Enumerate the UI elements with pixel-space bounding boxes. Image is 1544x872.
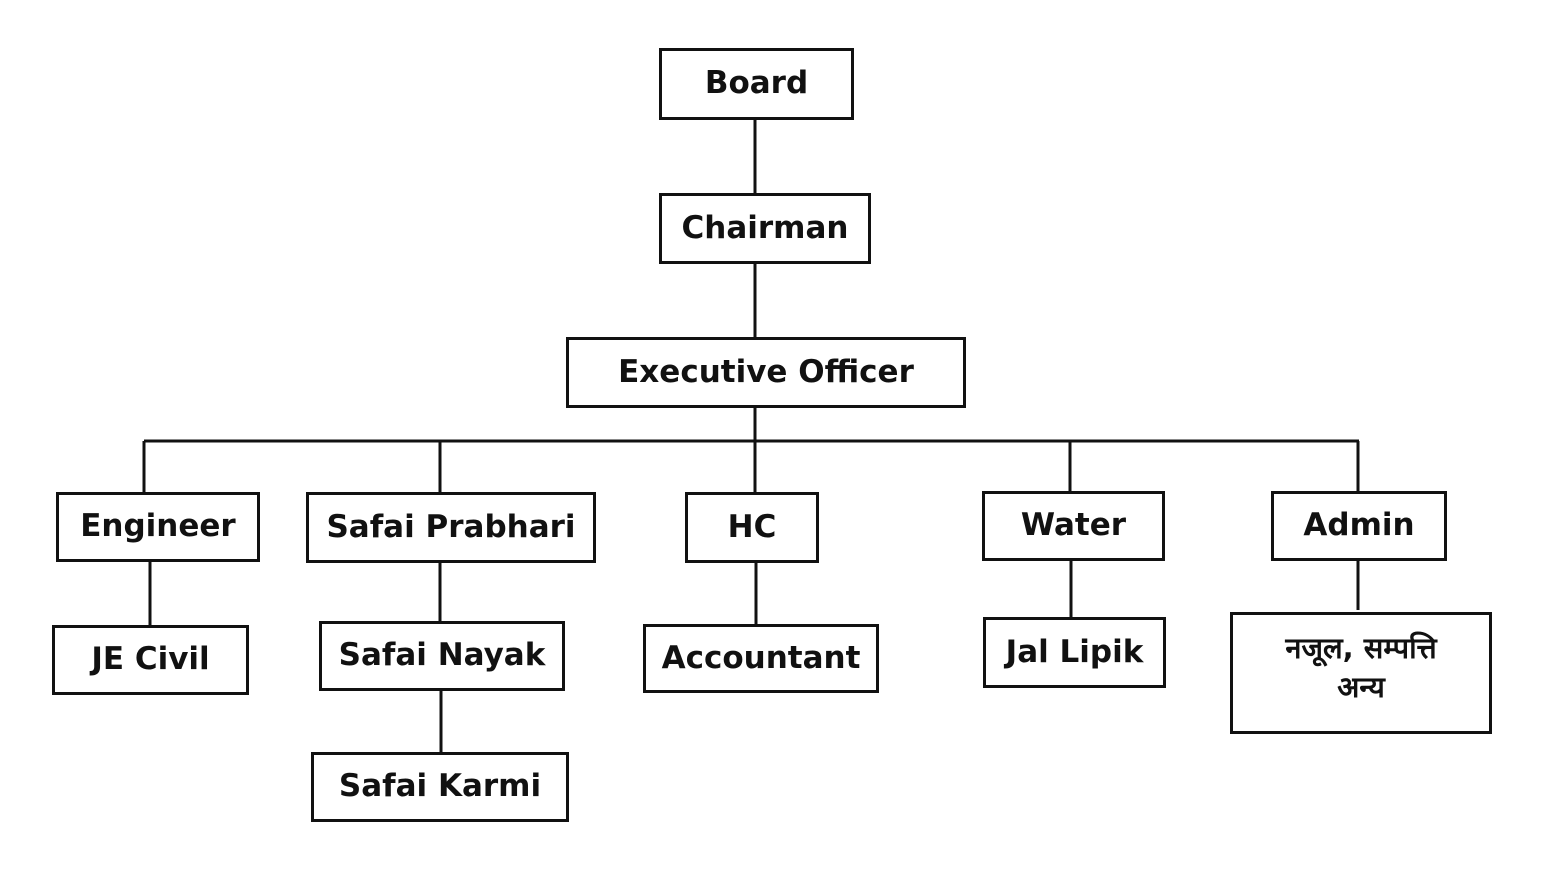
node-jal-lipik: Jal Lipik xyxy=(983,617,1166,688)
node-safai-karmi: Safai Karmi xyxy=(311,752,569,822)
node-label-line2: अन्य xyxy=(1337,670,1385,705)
node-chairman: Chairman xyxy=(659,193,871,264)
node-label: Executive Officer xyxy=(618,353,914,390)
node-label-line1: नजूल, सम्पत्ति xyxy=(1285,631,1437,665)
node-accountant: Accountant xyxy=(643,624,879,693)
node-label: Chairman xyxy=(681,209,849,246)
node-label: Engineer xyxy=(80,508,236,545)
node-water: Water xyxy=(982,491,1165,561)
node-label: Jal Lipik xyxy=(1005,633,1144,670)
node-admin-sub: नजूल, सम्पत्ति अन्य xyxy=(1230,612,1492,734)
node-label: HC xyxy=(727,508,777,545)
node-engineer: Engineer xyxy=(56,492,260,562)
node-label: JE Civil xyxy=(91,641,210,678)
node-safai-nayak: Safai Nayak xyxy=(319,621,565,691)
node-label: Safai Nayak xyxy=(338,637,546,674)
node-executive-officer: Executive Officer xyxy=(566,337,966,408)
node-admin: Admin xyxy=(1271,491,1447,561)
node-label: Water xyxy=(1020,507,1127,544)
node-label: Safai Prabhari xyxy=(326,508,576,545)
node-hc: HC xyxy=(685,492,819,563)
node-label: Admin xyxy=(1303,507,1415,544)
node-je-civil: JE Civil xyxy=(52,625,249,695)
node-label: Accountant xyxy=(661,639,861,676)
node-safai-prabhari: Safai Prabhari xyxy=(306,492,596,563)
node-label: Safai Karmi xyxy=(338,768,542,805)
node-board: Board xyxy=(659,48,854,120)
node-label: Board xyxy=(704,65,809,102)
